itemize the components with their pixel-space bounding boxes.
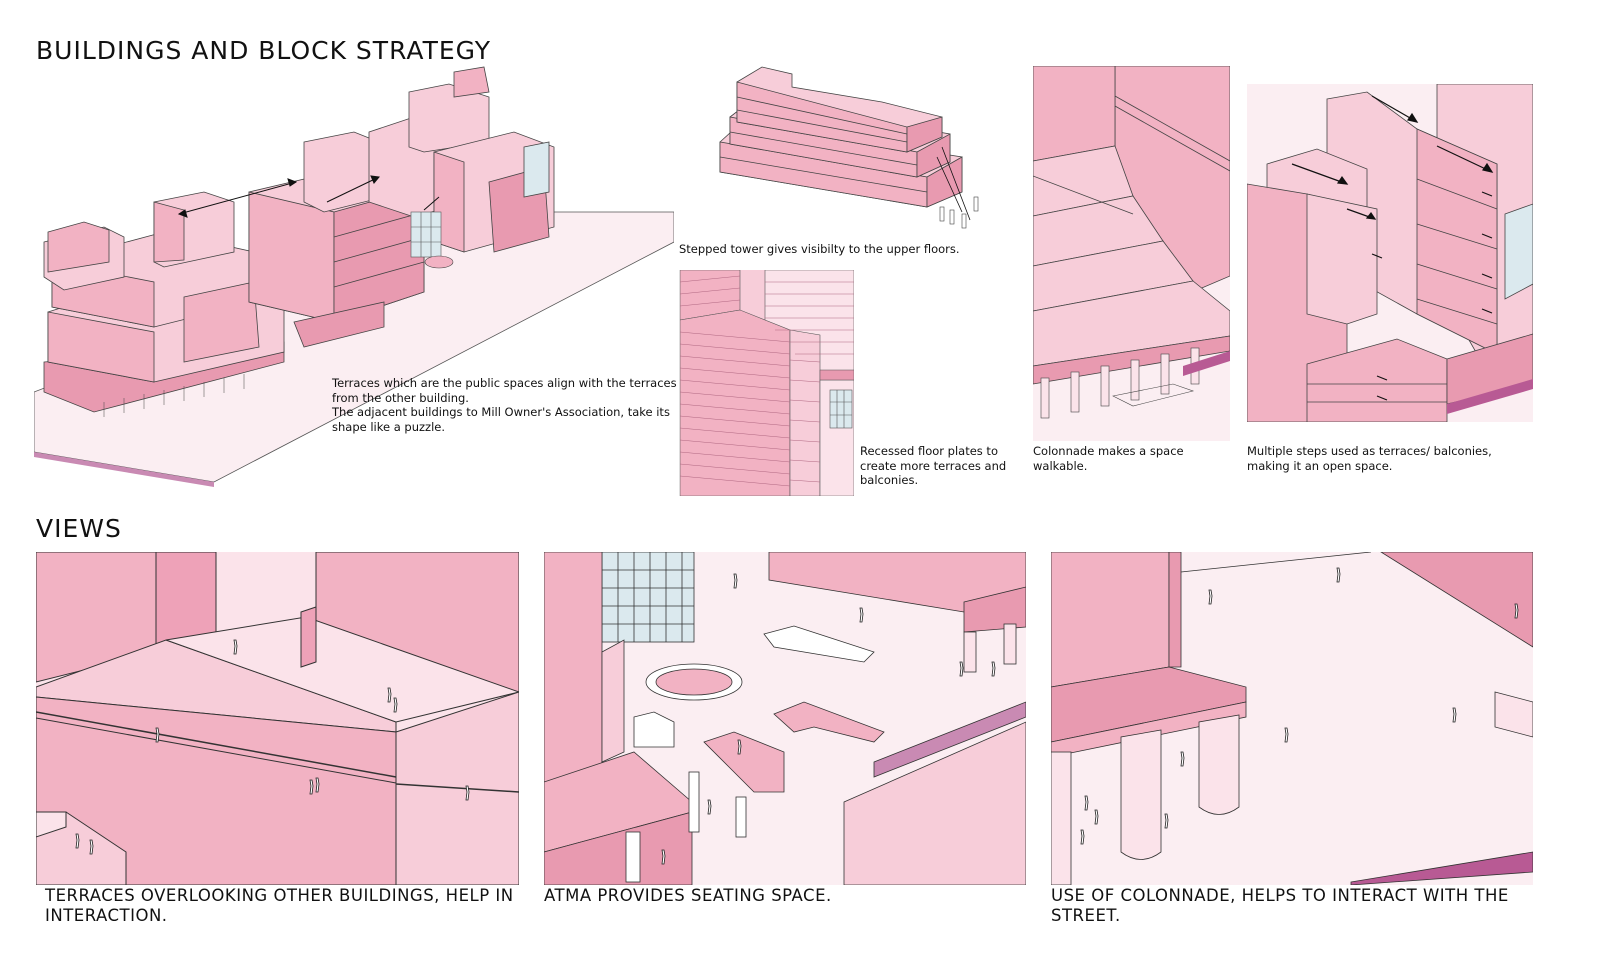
caption-line: USE OF COLONNADE, HELPS TO INTERACT WITH… — [1051, 886, 1509, 905]
view-colonnade-caption: USE OF COLONNADE, HELPS TO INTERACT WITH… — [1051, 886, 1509, 926]
multiple-steps-drawing — [1247, 84, 1533, 422]
terraces-note-line: shape like a puzzle. — [332, 419, 446, 434]
colonnade-closeup-drawing — [1033, 66, 1230, 441]
terraces-note-line: Terraces which are the public spaces ali… — [332, 376, 677, 390]
section-title-views: VIEWS — [36, 514, 122, 543]
colonnade-note-line: Colonnade makes a space — [1033, 444, 1184, 458]
view-seating-caption: ATMA PROVIDES SEATING SPACE. — [544, 886, 832, 905]
caption-line: TERRACES OVERLOOKING OTHER BUILDINGS, HE… — [45, 886, 514, 905]
section-title-block-strategy: BUILDINGS AND BLOCK STRATEGY — [36, 36, 492, 65]
terraces-note-line: The adjacent buildings to Mill Owner's A… — [332, 405, 670, 419]
multiple-steps-note: Multiple steps used as terraces/ balconi… — [1247, 444, 1492, 473]
recessed-floor-plates-drawing — [679, 270, 854, 496]
colonnade-note: Colonnade makes a space walkable. — [1033, 444, 1184, 473]
recessed-note-line: create more terraces and — [860, 458, 1007, 473]
steps-note-line: Multiple steps used as terraces/ balconi… — [1247, 444, 1492, 458]
view-colonnade-drawing — [1051, 552, 1533, 885]
terraces-note-line: from the other building. — [332, 390, 469, 405]
colonnade-note-line: walkable. — [1033, 458, 1088, 473]
caption-line: INTERACTION. — [45, 906, 168, 925]
terraces-note: Terraces which are the public spaces ali… — [332, 376, 677, 434]
recessed-note-line: balconies. — [860, 473, 919, 487]
view-terraces-drawing — [36, 552, 519, 885]
view-seating-drawing — [544, 552, 1026, 885]
stepped-tower-drawing — [712, 62, 992, 244]
caption-line: STREET. — [1051, 906, 1121, 925]
view-terraces-caption: TERRACES OVERLOOKING OTHER BUILDINGS, HE… — [45, 886, 514, 926]
recessed-floor-note: Recessed floor plates to create more ter… — [860, 444, 1006, 488]
stepped-tower-note: Stepped tower gives visibilty to the upp… — [679, 242, 960, 256]
masterplan-axonometric-drawing — [34, 62, 674, 492]
steps-note-line: making it an open space. — [1247, 458, 1393, 473]
recessed-note-line: Recessed floor plates to — [860, 444, 998, 458]
